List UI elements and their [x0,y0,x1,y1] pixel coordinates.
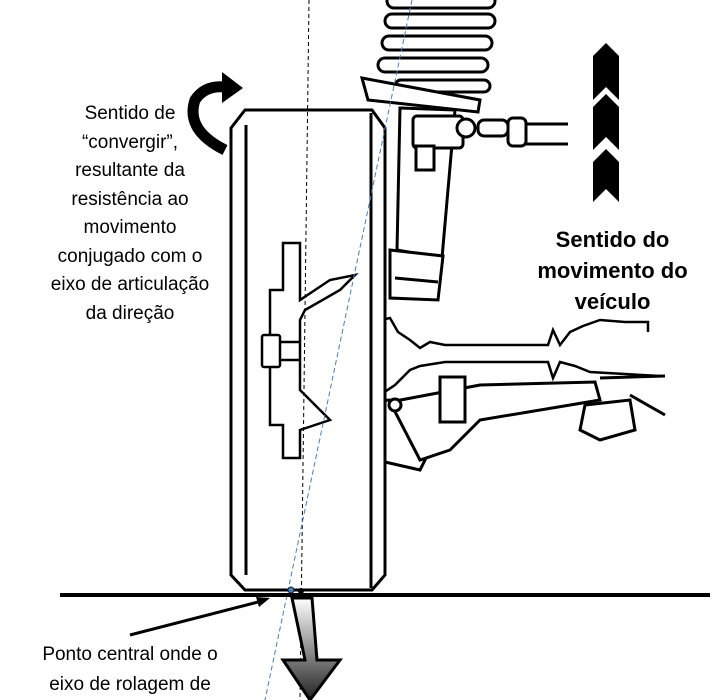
curved-rotation-arrow-icon [187,72,243,155]
label-line: da direção [85,302,175,324]
pointer-arrowhead-icon [256,597,270,607]
steering-axis-line [264,0,413,700]
down-force-arrow-icon [280,596,343,700]
label-line: movimento do [537,258,688,283]
coil-spring [376,0,497,94]
vertical-reference-line [299,0,310,700]
label-line: resistência ao [71,188,189,210]
label-line: Sentido do [555,227,670,252]
wheel-tire [229,108,387,592]
label-line: Ponto central onde o [42,644,218,665]
wheel-center-contact-point [298,588,304,594]
vehicle-direction-label: Sentido do movimento do veículo [515,224,710,317]
central-point-label: Ponto central onde o eixo de rolagem de [10,640,250,700]
label-line: eixo de articulação [50,274,210,295]
tie-rod [411,114,568,172]
vehicle-direction-chevrons-icon [593,43,619,202]
label-line: eixo de rolagem de [49,674,211,695]
wheel-hub [260,241,359,460]
label-line: veículo [574,289,651,314]
hub-nut [260,333,282,369]
label-line: conjugado com o [57,245,203,267]
label-line: resultante da [75,160,185,181]
pointer-arrow-line [129,599,263,637]
label-line: movimento [83,217,177,238]
label-line: Sentido de [84,103,176,124]
steering-direction-label: Sentido de “convergir”, resultante da re… [10,100,250,328]
label-line: “convergir”, [81,131,179,153]
steering-axis-contact-point [287,586,295,594]
